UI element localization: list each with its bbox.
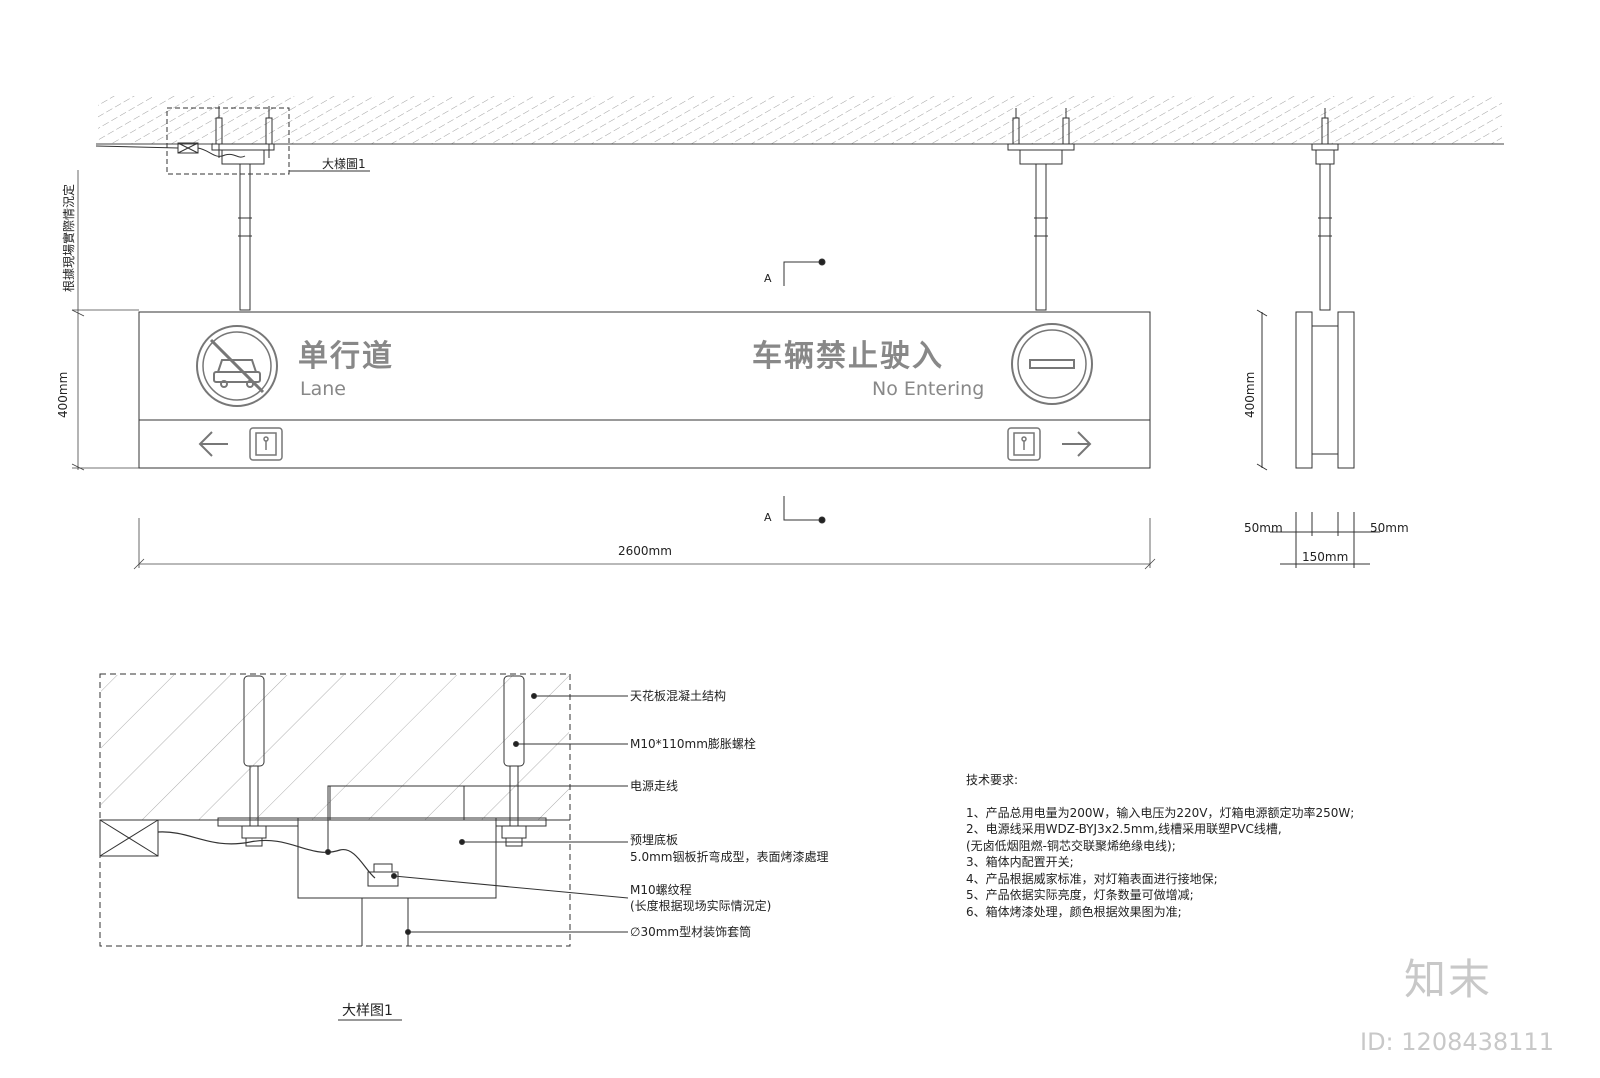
note-item: 1、产品总用电量为200W，输入电压为220V，灯箱电源额定功率250W; <box>966 805 1355 820</box>
side-total-label: 150mm <box>1302 550 1349 564</box>
ceiling-slab <box>96 96 1504 145</box>
section-marker-bottom <box>783 496 826 524</box>
side-left-label: 50mm <box>1244 521 1283 535</box>
exit-icon-right <box>1007 427 1041 461</box>
detail-drawing <box>99 673 629 1021</box>
side-view <box>1256 309 1380 568</box>
section-label-top: A <box>764 272 772 285</box>
left-arrow-icon <box>198 431 228 457</box>
watermark-brand: 知末 <box>1404 955 1493 1004</box>
no-entry-icon <box>1011 323 1093 405</box>
note-item: (无卤低烟阻燃-铜芯交联聚烯绝缘电线); <box>966 838 1176 853</box>
callout-rod: M10螺纹程 <box>630 883 692 897</box>
note-item: 3、箱体内配置开关; <box>966 855 1074 869</box>
technical-notes: 技术要求: 1、产品总用电量为200W，输入电压为220V，灯箱电源额定功率25… <box>966 772 1354 920</box>
no-car-icon <box>196 325 278 407</box>
note-item: 6、箱体烤漆处理，颜色根据效果图为准; <box>966 904 1182 919</box>
dimension-lines <box>71 170 1156 570</box>
side-right-label: 50mm <box>1370 521 1409 535</box>
sign-right-cn: 车辆禁止驶入 <box>752 339 944 374</box>
watermark-id: ID: 1208438111 <box>1360 1028 1554 1056</box>
right-arrow-icon <box>1062 431 1092 457</box>
note-item: 5、产品依据实际亮度，灯条数量可做增减; <box>966 888 1194 902</box>
vertical-note: 根據現場實際情況定 <box>62 183 76 292</box>
height-right-label: 400mm <box>1243 371 1257 418</box>
callout-wiring: 电源走线 <box>630 779 679 793</box>
sign-left-cn: 单行道 <box>298 339 394 374</box>
sign-box <box>138 311 1151 469</box>
detail-title: 大样图1 <box>342 1003 393 1019</box>
callout-sleeve: ∅30mm型材装饰套筒 <box>630 925 752 939</box>
middle-hanger <box>1007 108 1075 311</box>
callout-ceiling: 天花板混凝土结构 <box>630 689 727 703</box>
callout-plate-detail: 5.0mm铟板折弯成型，表面烤漆處理 <box>630 850 829 864</box>
note-item: 2、电源线采用WDZ-BYJ3x2.5mm,线槽采用联塑PVC线槽, <box>966 822 1282 836</box>
callout-plate: 预埋底板 <box>630 833 679 847</box>
height-left-label: 400mm <box>56 371 70 418</box>
sign-right-en: No Entering <box>872 378 985 400</box>
notes-title: 技术要求: <box>966 773 1019 787</box>
width-label: 2600mm <box>618 544 672 558</box>
detail-ref-label: 大様圖1 <box>322 157 366 171</box>
note-item: 4、产品根据威家标准，对灯箱表面进行接地保; <box>966 871 1218 886</box>
side-hanger <box>1311 108 1339 311</box>
section-marker-top <box>783 258 826 286</box>
sign-left-en: Lane <box>300 378 346 400</box>
section-label-bottom: A <box>764 511 772 524</box>
left-hanger <box>95 106 370 311</box>
callout-bolt: M10*110mm膨胀螺栓 <box>630 737 756 751</box>
callout-rod-detail: (长度根据现场实际情況定) <box>630 899 772 913</box>
exit-icon-left <box>249 427 283 461</box>
